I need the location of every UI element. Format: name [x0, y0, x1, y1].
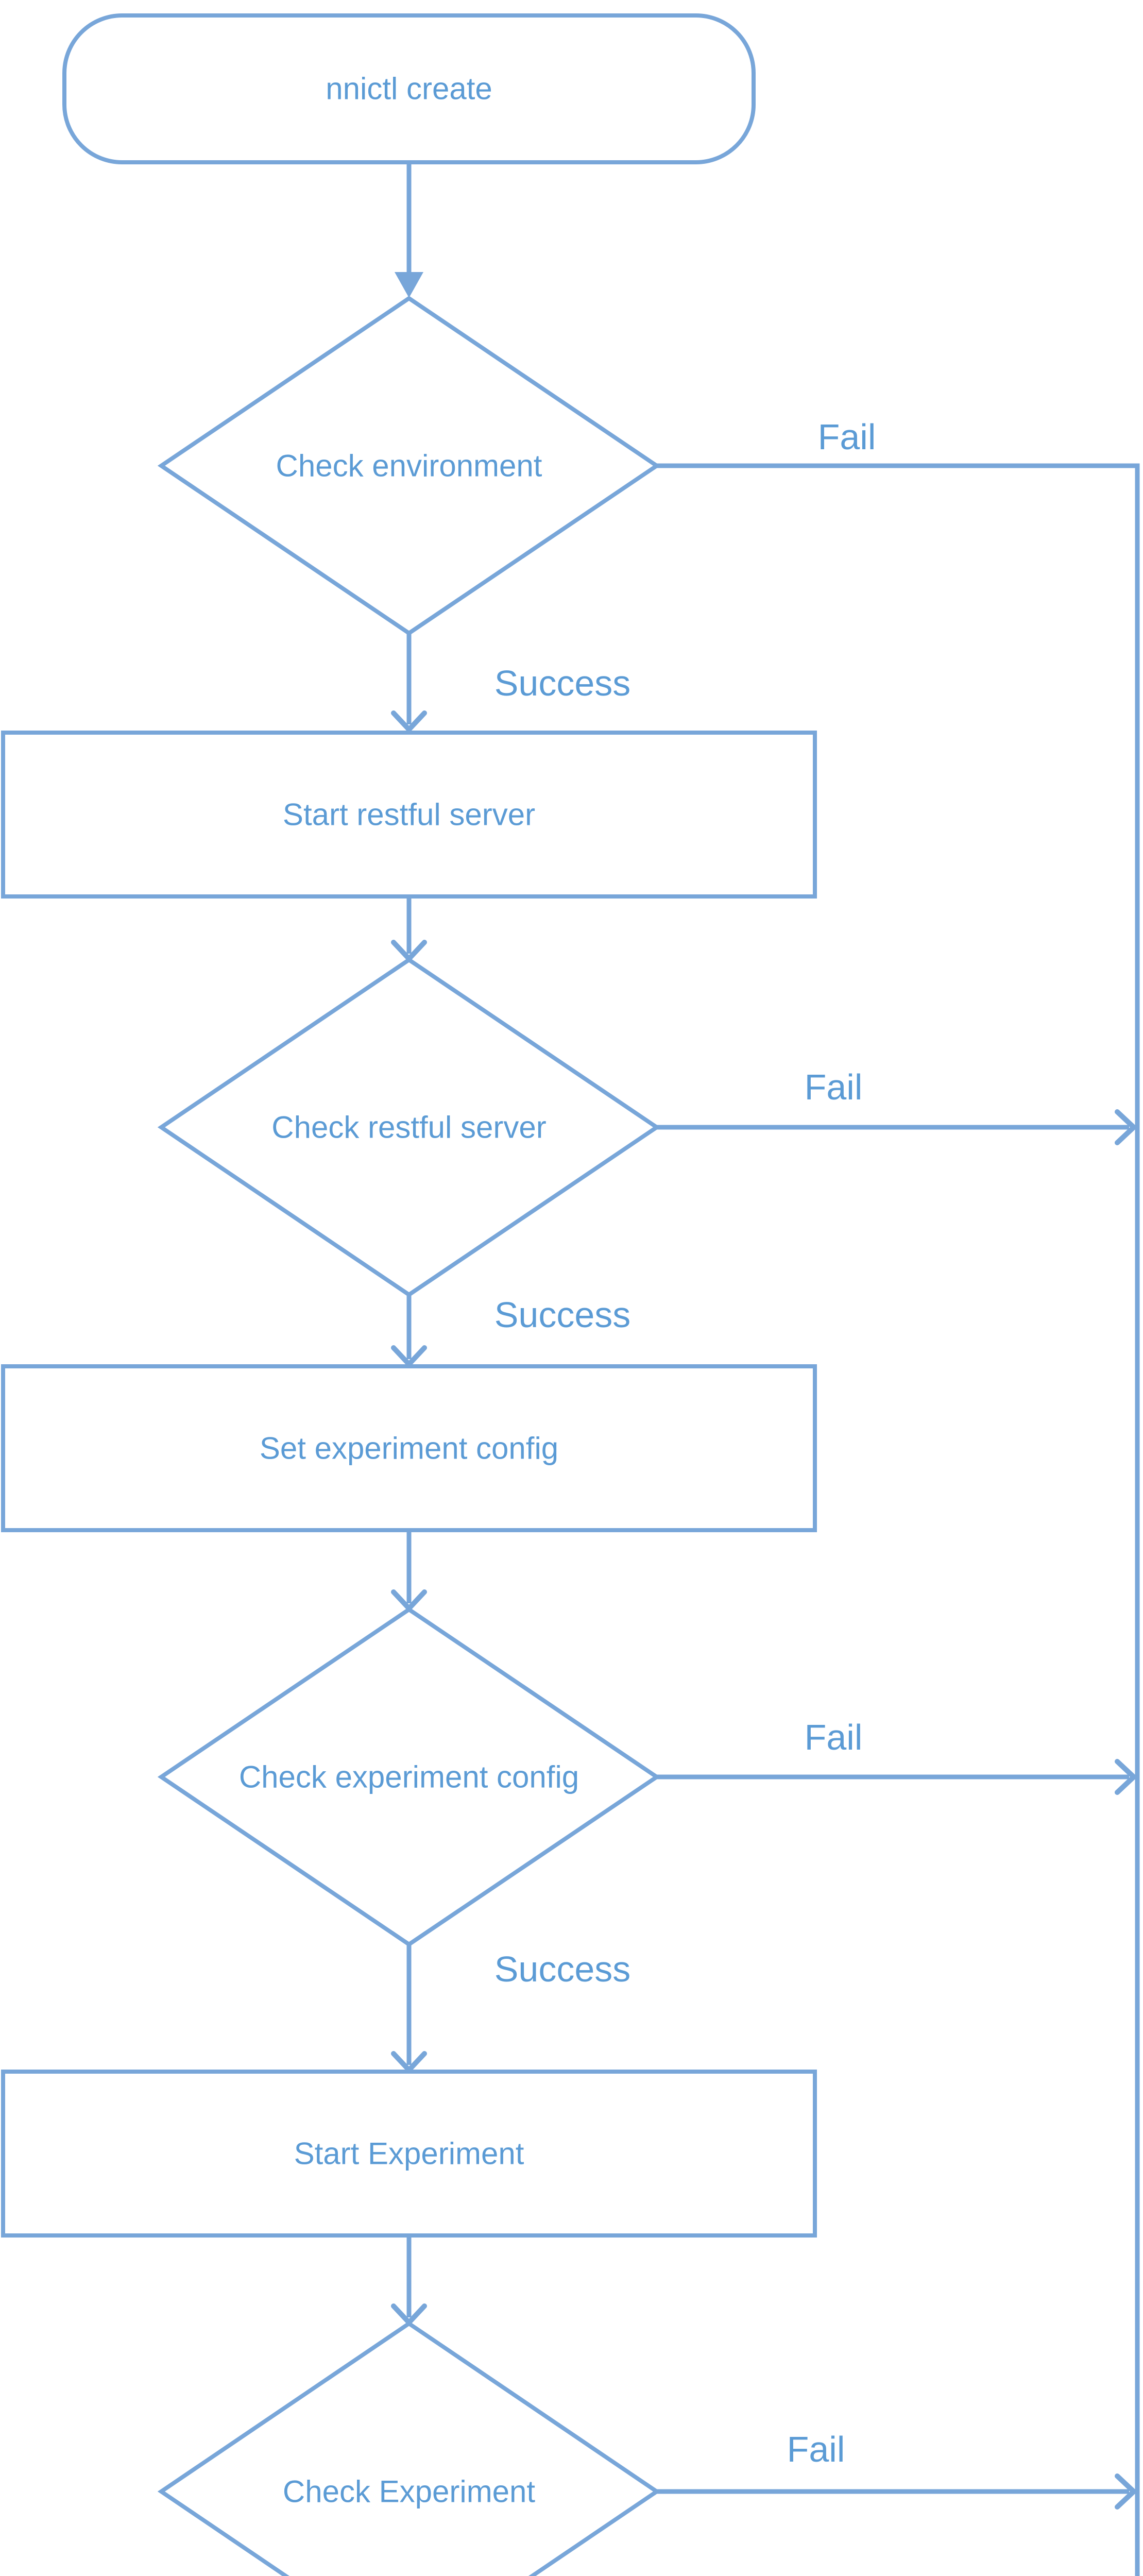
- arrowhead-check-experiment-config-fail: [1115, 1759, 1136, 1795]
- arrowhead-check-restful-server-fail: [1115, 1109, 1136, 1145]
- edge-label-check-experiment-config-fail: Fail: [805, 1717, 863, 1757]
- node-check-experiment-shape: [157, 2321, 661, 2576]
- node-check-environment-label: Check environment: [276, 449, 542, 483]
- edge-label-check-environment-success: Success: [494, 663, 631, 703]
- node-start-label: nnictl create: [326, 72, 492, 106]
- arrowhead-into-start-restful-server: [391, 710, 427, 732]
- node-start-restful-server-label: Start restful server: [283, 798, 535, 832]
- connector-fail-rail: [657, 463, 1140, 2576]
- edge-label-check-restful-server-success: Success: [494, 1295, 631, 1335]
- edge-label-check-environment-fail: Fail: [818, 417, 876, 457]
- node-check-experiment-config-label: Check experiment config: [239, 1760, 579, 1794]
- arrowhead-check-experiment-fail: [1115, 2473, 1136, 2510]
- node-check-experiment-config: Check experiment config: [157, 1607, 661, 1947]
- node-start: nnictl create: [62, 13, 756, 164]
- node-check-environment: Check environment: [157, 296, 661, 636]
- arrowhead-into-check-environment: [395, 272, 423, 298]
- node-check-experiment-label: Check Experiment: [283, 2475, 536, 2509]
- edge-label-check-experiment-config-success: Success: [494, 1949, 631, 1989]
- node-start-experiment: Start Experiment: [1, 2070, 817, 2238]
- node-check-restful-server-label: Check restful server: [271, 1110, 547, 1145]
- node-set-experiment-config-label: Set experiment config: [260, 1431, 558, 1466]
- node-check-restful-server: Check restful server: [157, 957, 661, 1297]
- edge-label-check-experiment-fail: Fail: [787, 2429, 845, 2469]
- node-check-experiment: Check Experiment: [157, 2321, 661, 2576]
- node-set-experiment-config: Set experiment config: [1, 1364, 817, 1532]
- node-start-experiment-label: Start Experiment: [294, 2137, 524, 2171]
- node-start-restful-server: Start restful server: [1, 731, 817, 899]
- edge-label-check-restful-server-fail: Fail: [805, 1067, 863, 1107]
